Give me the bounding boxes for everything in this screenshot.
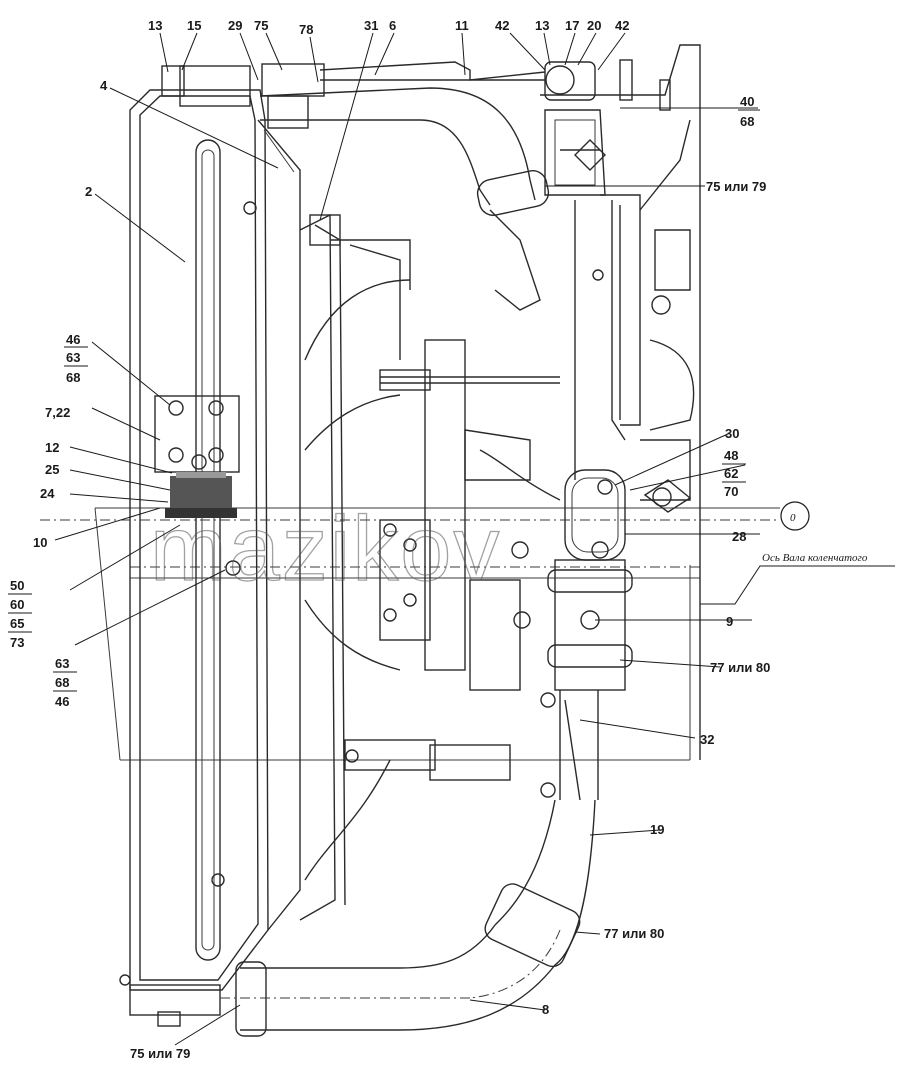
callout-10: 10 bbox=[33, 535, 47, 550]
callout-24: 24 bbox=[40, 486, 55, 501]
callout-labels: 13 15 29 75 78 31 6 11 42 13 17 20 42 4 … bbox=[8, 18, 770, 1061]
callout-20: 20 bbox=[587, 18, 601, 33]
leader-lines bbox=[54, 32, 760, 1046]
callout-50: 50 bbox=[10, 578, 24, 593]
callout-12: 12 bbox=[45, 440, 59, 455]
callout-13-top-right: 13 bbox=[535, 18, 549, 33]
callout-65: 65 bbox=[10, 616, 24, 631]
upper-hose bbox=[259, 61, 596, 311]
callout-77-or-80-upper: 77 или 80 bbox=[710, 660, 770, 675]
radiator bbox=[119, 65, 301, 1027]
callout-68-upper: 68 bbox=[66, 370, 80, 385]
callout-32: 32 bbox=[700, 732, 714, 747]
callout-4: 4 bbox=[100, 78, 108, 93]
callout-73: 73 bbox=[10, 635, 24, 650]
callout-29: 29 bbox=[228, 18, 242, 33]
callout-13-top-left: 13 bbox=[148, 18, 162, 33]
callout-6: 6 bbox=[389, 18, 396, 33]
callout-8: 8 bbox=[542, 1002, 549, 1017]
callout-63-upper: 63 bbox=[66, 350, 80, 365]
engine-block bbox=[540, 44, 701, 760]
callout-75-or-79-top: 75 или 79 bbox=[706, 179, 766, 194]
callout-11: 11 bbox=[455, 18, 469, 33]
callout-75-or-79-bottom: 75 или 79 bbox=[130, 1046, 190, 1061]
callout-46-lower: 46 bbox=[55, 694, 69, 709]
callout-30: 30 bbox=[725, 426, 739, 441]
lower-hoses bbox=[220, 690, 599, 1037]
callout-46-upper: 46 bbox=[66, 332, 80, 347]
callout-25: 25 bbox=[45, 462, 59, 477]
callout-78: 78 bbox=[299, 22, 313, 37]
callout-31: 31 bbox=[364, 18, 378, 33]
axis-marker-label: 0 bbox=[790, 512, 796, 524]
fan-shroud bbox=[299, 213, 411, 921]
callout-42-left: 42 bbox=[495, 18, 509, 33]
callout-48: 48 bbox=[724, 448, 738, 463]
callout-63-lower: 63 bbox=[55, 656, 69, 671]
callout-60: 60 bbox=[10, 597, 24, 612]
axis-note-leader bbox=[700, 565, 895, 605]
callout-68-top-right: 68 bbox=[740, 114, 754, 129]
callout-75-top: 75 bbox=[254, 18, 268, 33]
callout-15: 15 bbox=[187, 18, 201, 33]
watermark: mazikov bbox=[150, 498, 501, 600]
callout-42-right: 42 bbox=[615, 18, 629, 33]
callout-17: 17 bbox=[565, 18, 579, 33]
callout-70: 70 bbox=[724, 484, 738, 499]
callout-77-or-80-lower: 77 или 80 bbox=[604, 926, 664, 941]
thermostat-housing bbox=[511, 469, 692, 691]
fan-hub bbox=[344, 339, 561, 781]
callout-40: 40 bbox=[740, 94, 754, 109]
axis-marker-circle bbox=[780, 501, 810, 531]
callout-19: 19 bbox=[650, 822, 664, 837]
axis-note: Ось Вала коленчатого bbox=[762, 552, 868, 564]
callout-62: 62 bbox=[724, 466, 738, 481]
callout-68-lower: 68 bbox=[55, 675, 69, 690]
callout-7-22: 7,22 bbox=[45, 405, 70, 420]
callout-28: 28 bbox=[732, 529, 746, 544]
callout-2: 2 bbox=[85, 184, 92, 199]
callout-9: 9 bbox=[726, 614, 733, 629]
